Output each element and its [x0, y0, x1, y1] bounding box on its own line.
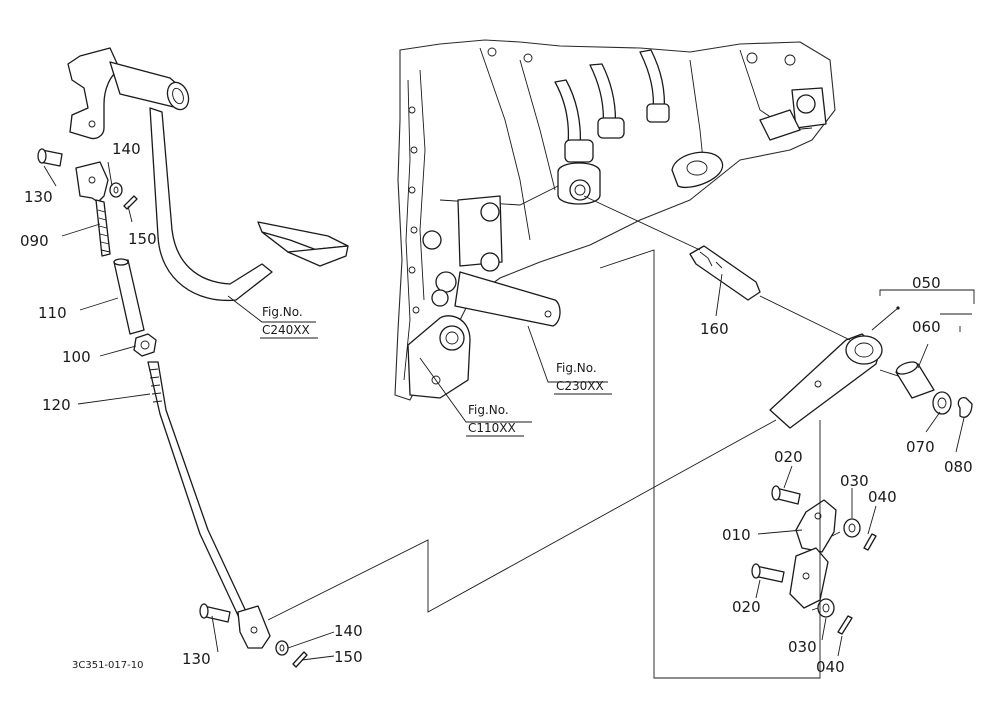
label-160: 160	[700, 320, 729, 338]
label-090: 090	[20, 232, 49, 250]
label-100: 100	[62, 348, 91, 366]
label-080: 080	[944, 458, 973, 476]
label-020-top: 020	[774, 448, 803, 466]
fig-ref-c110-prefix: Fig.No.	[468, 403, 509, 417]
fig-ref-c240-prefix: Fig.No.	[262, 305, 303, 319]
label-040-top: 040	[868, 488, 897, 506]
label-050: 050	[912, 274, 941, 292]
rod-assembly-drawing	[37, 148, 308, 668]
part-labels: 130 140 150 090 110 100 120 130 140 150 …	[20, 140, 973, 676]
transmission-housing-drawing	[394, 39, 836, 401]
label-010: 010	[722, 526, 751, 544]
label-070: 070	[906, 438, 935, 456]
label-140-bottom: 140	[334, 622, 363, 640]
label-150-top: 150	[128, 230, 157, 248]
label-150-bottom: 150	[334, 648, 363, 666]
label-060: 060	[912, 318, 941, 336]
pedal-assembly-drawing	[67, 47, 349, 302]
label-130-bottom: 130	[182, 650, 211, 668]
drawing-code: 3C351-017-10	[72, 660, 143, 671]
label-120: 120	[42, 396, 71, 414]
label-140-top: 140	[112, 140, 141, 158]
label-110: 110	[38, 304, 67, 322]
assembly-lines	[267, 195, 975, 679]
label-030-bottom: 030	[788, 638, 817, 656]
leader-lines	[43, 161, 972, 661]
lever-assembly-drawing	[689, 245, 973, 635]
label-020-bottom: 020	[732, 598, 761, 616]
label-030-top: 030	[840, 472, 869, 490]
label-130-top: 130	[24, 188, 53, 206]
label-040-bottom: 040	[816, 658, 845, 676]
fig-ref-c240-code: C240XX	[262, 323, 310, 337]
fig-ref-c110-code: C110XX	[468, 421, 516, 435]
figure-references: Fig.No. C240XX Fig.No. C230XX Fig.No. C1…	[260, 305, 612, 437]
fig-ref-c230-code: C230XX	[556, 379, 604, 393]
fig-ref-c230-prefix: Fig.No.	[556, 361, 597, 375]
